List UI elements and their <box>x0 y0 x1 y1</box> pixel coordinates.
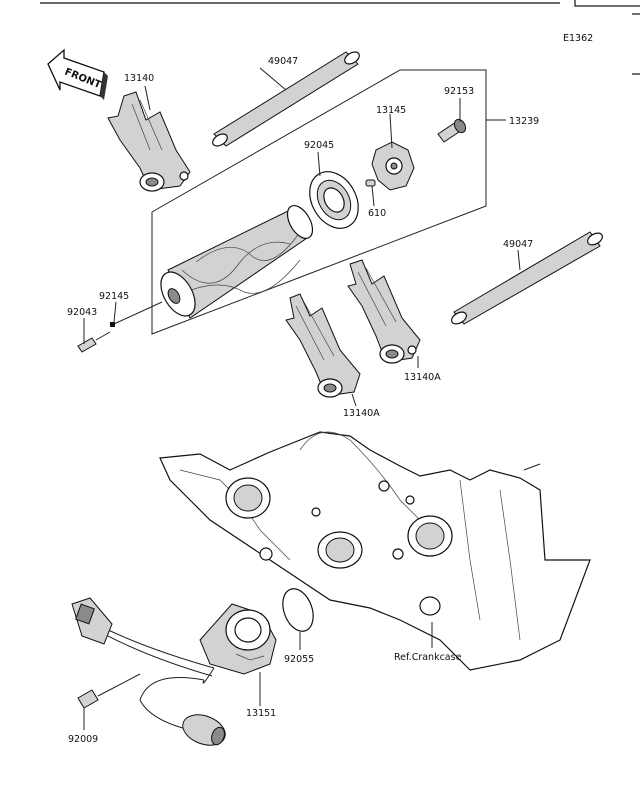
o-ring-92055 <box>282 588 314 632</box>
label-13151: 13151 <box>246 708 276 719</box>
front-arrow-icon: FRONT <box>47 48 108 100</box>
shift-fork-13140A-lower <box>285 293 361 398</box>
shift-drum <box>160 205 314 319</box>
bearing-92045 <box>309 171 359 229</box>
label-92009: 92009 <box>68 734 98 745</box>
drum-cam-13145 <box>371 141 415 191</box>
assembly-frame <box>151 69 487 335</box>
label-13140: 13140 <box>124 73 154 84</box>
shift-rod-top <box>212 51 360 147</box>
bolt-92009 <box>77 673 141 709</box>
sensor-probe <box>182 714 226 746</box>
bolt-92153 <box>437 118 467 143</box>
label-92145: 92145 <box>99 291 129 302</box>
pin-92145 <box>110 301 163 327</box>
connector-icon <box>71 597 113 645</box>
gear-sensor-13151 <box>199 603 277 675</box>
label-13140A-right: 13140A <box>404 372 441 383</box>
label-92055: 92055 <box>284 654 314 665</box>
pin-610 <box>365 179 376 187</box>
label-92045: 92045 <box>304 140 334 151</box>
label-49047-right: 49047 <box>503 239 533 250</box>
shift-fork-13140 <box>107 91 191 192</box>
label-13239: 13239 <box>509 116 539 127</box>
diagram-id: E1362 <box>563 33 593 44</box>
label-13145: 13145 <box>376 105 406 116</box>
wire-harness <box>103 627 215 731</box>
page-border <box>40 0 640 75</box>
shift-fork-13140A-right <box>347 259 421 364</box>
crankcase-outline <box>159 431 591 671</box>
label-13140A-lower: 13140A <box>343 408 380 419</box>
shift-rod-right <box>451 231 603 325</box>
leader-lines <box>83 67 521 730</box>
label-ref-crankcase: Ref.Crankcase <box>394 652 462 663</box>
label-49047-top: 49047 <box>268 56 298 67</box>
plug-92043 <box>77 331 111 353</box>
label-610: 610 <box>368 208 386 219</box>
label-92043: 92043 <box>67 307 97 318</box>
label-92153: 92153 <box>444 86 474 97</box>
